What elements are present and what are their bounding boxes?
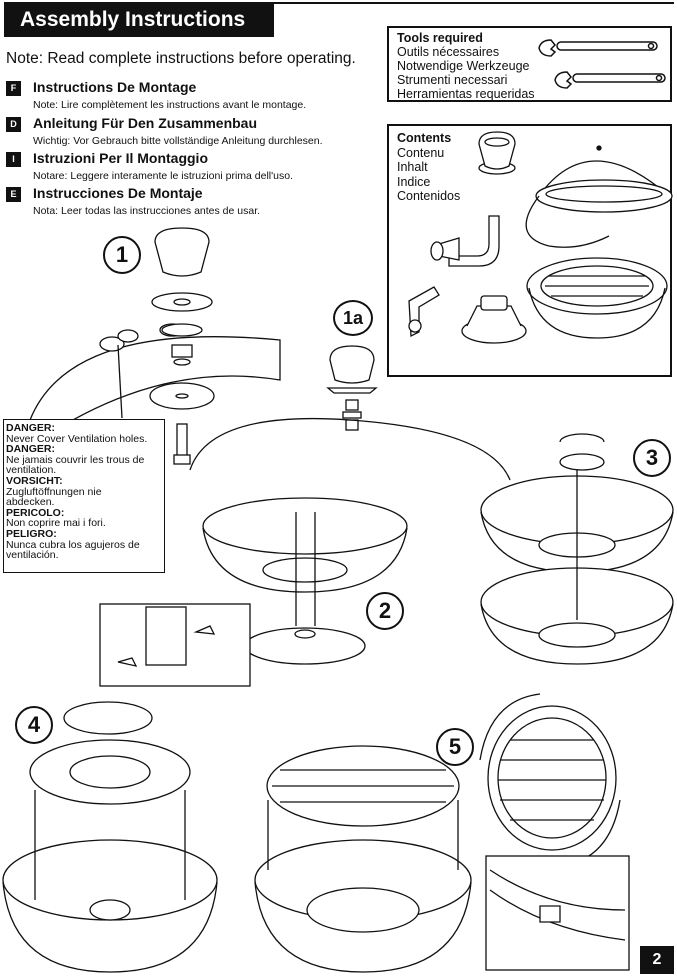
lang-block-de: D Anleitung Für Den Zusammenbau Wichtig:… — [6, 115, 386, 151]
step-2-badge: 2 — [366, 592, 404, 630]
step3-illustration — [480, 433, 674, 665]
lang-note: Nota: Leer todas las instrucciones antes… — [33, 205, 261, 217]
danger-text: Zugluftöffnungen nie abdecken. — [6, 485, 102, 509]
lang-title: Istruzioni Per Il Montaggio — [33, 150, 208, 166]
contents-text: Contents Contenu Inhalt Indice Contenido… — [397, 131, 460, 204]
lang-badge: F — [6, 81, 21, 96]
tools-text: Tools required Outils nécessaires Notwen… — [397, 31, 535, 101]
step-1a-badge: 1a — [333, 300, 373, 336]
danger-label: PERICOLO: — [6, 506, 65, 519]
step1-knob-stack — [149, 227, 215, 465]
tools-line: Outils nécessaires — [397, 45, 500, 59]
contents-line: Inhalt — [397, 160, 428, 174]
lang-title: Instructions De Montage — [33, 79, 197, 95]
lid-icon — [525, 145, 673, 248]
danger-text: Ne jamais couvrir les trous de ventilati… — [6, 453, 145, 477]
regulator-icon — [461, 295, 527, 344]
pipe-icon — [430, 215, 500, 267]
general-note: Note: Read complete instructions before … — [6, 50, 356, 67]
bracket-icon — [408, 286, 440, 338]
step5-detail-inset — [485, 855, 630, 971]
danger-text: Never Cover Ventilation holes. — [6, 432, 148, 445]
danger-text: Non coprire mai i fori. — [6, 517, 106, 530]
lang-block-it: I Istruzioni Per Il Montaggio Notare: Le… — [6, 150, 386, 186]
tools-box: Tools required Outils nécessaires Notwen… — [387, 26, 672, 102]
danger-text: Nunca cubra los agujeros de ventilación. — [6, 538, 140, 562]
contents-line: Indice — [397, 174, 431, 189]
page-number: 2 — [640, 946, 674, 974]
page-title: Assembly Instructions — [4, 2, 274, 37]
header-rule — [274, 2, 674, 4]
step5-illustration — [479, 693, 621, 867]
tools-line: Herramientas requeridas — [397, 87, 535, 101]
step1a-parts — [326, 345, 378, 431]
tools-heading: Tools required — [397, 31, 483, 45]
lang-badge: E — [6, 187, 21, 202]
wrench-icon — [538, 39, 658, 57]
danger-label: DANGER: — [6, 422, 55, 434]
step4-grill-illustration — [254, 745, 472, 973]
step2-detail-inset — [99, 603, 251, 687]
contents-line: Contenu — [397, 145, 445, 160]
step4-illustration — [2, 701, 218, 973]
grill-bowl-icon — [526, 257, 668, 339]
lang-title: Anleitung Für Den Zusammenbau — [33, 115, 258, 131]
tools-line: Notwendige Werkzeuge — [397, 59, 530, 73]
lang-badge: I — [6, 152, 21, 167]
lang-block-es: E Instrucciones De Montaje Nota: Leer to… — [6, 185, 386, 221]
danger-label: VORSICHT: — [6, 474, 63, 487]
step2-bowl-illustration — [189, 417, 511, 665]
knob-icon — [478, 131, 516, 175]
lang-note: Notare: Leggere interamente le istruzion… — [33, 170, 293, 182]
tools-line: Strumenti necessari — [397, 73, 508, 87]
danger-label: DANGER: — [6, 443, 55, 456]
danger-warning-box: DANGER: Never Cover Ventilation holes. D… — [3, 419, 165, 573]
lang-note: Wichtig: Vor Gebrauch bitte vollständige… — [33, 135, 323, 147]
lang-badge: D — [6, 117, 21, 132]
lang-title: Instrucciones De Montaje — [33, 185, 203, 201]
contents-heading: Contents — [397, 131, 452, 145]
step-4-badge: 4 — [15, 706, 53, 744]
step-3-badge: 3 — [633, 439, 671, 477]
step-1-badge: 1 — [103, 236, 141, 274]
step-5-badge: 5 — [436, 728, 474, 766]
lang-block-fr: F Instructions De Montage Note: Lire com… — [6, 79, 386, 115]
contents-illustration — [408, 131, 673, 344]
contents-line: Contenidos — [397, 189, 461, 203]
wrench-icon — [554, 71, 666, 89]
lang-note: Note: Lire complètement les instructions… — [33, 99, 307, 111]
contents-box: Contents Contenu Inhalt Indice Contenido… — [387, 124, 673, 377]
danger-label: PELIGRO: — [6, 527, 57, 540]
wrench-icons — [538, 39, 666, 89]
